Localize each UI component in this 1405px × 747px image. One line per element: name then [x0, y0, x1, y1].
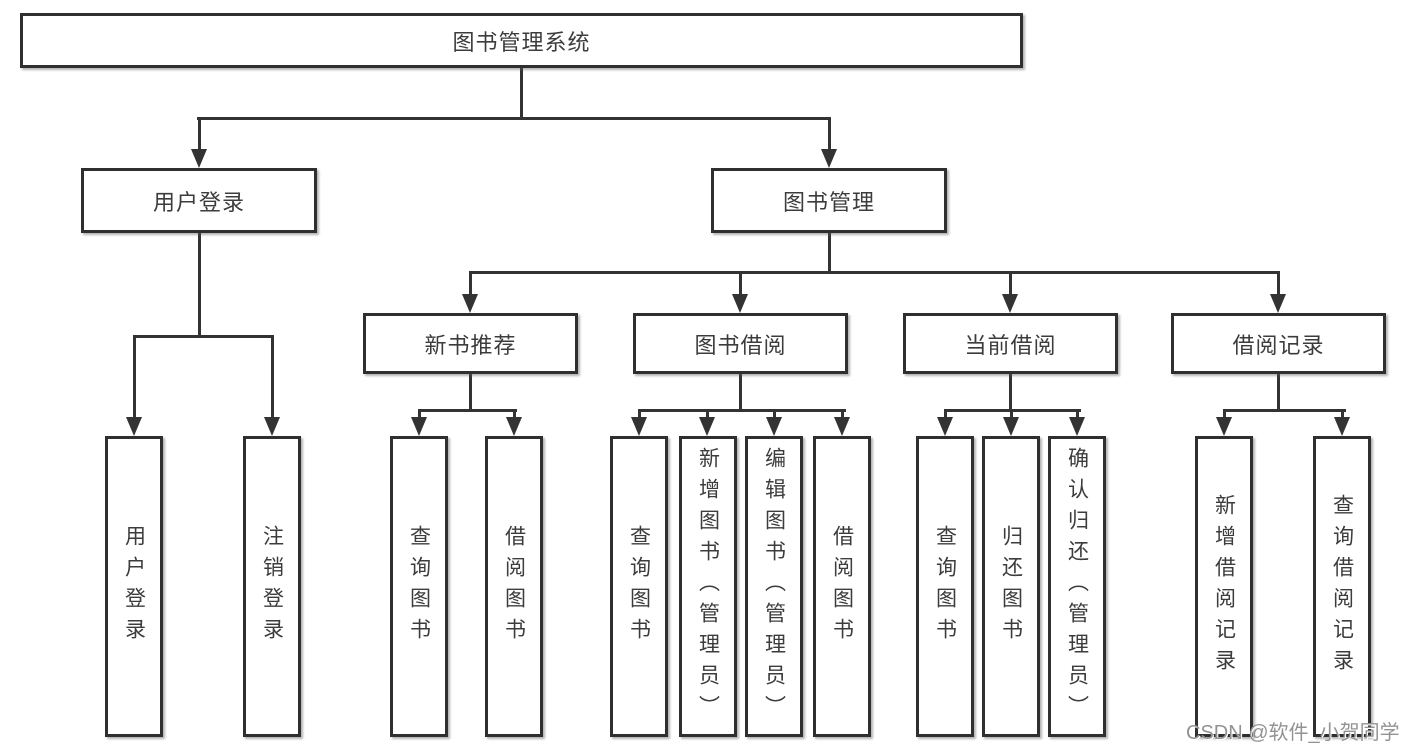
arrowhead-icon — [411, 417, 427, 436]
leaf-borrow-query-books: 查询图书 — [610, 436, 668, 737]
node-book-management-label: 图书管理 — [782, 189, 875, 215]
connector-line — [827, 233, 831, 273]
connector-line — [1222, 409, 1226, 421]
connector-line — [840, 409, 844, 421]
node-current-borrow: 当前借阅 — [903, 313, 1118, 374]
arrowhead-icon — [1003, 417, 1019, 436]
connector-line — [1008, 271, 1012, 297]
connector-line — [738, 271, 742, 297]
leaf-borrow-add-books-admin: 新增图书（管理员） — [679, 436, 737, 737]
leaf-logout: 注销登录 — [243, 436, 301, 737]
leaf-logout-label: 注销登录 — [260, 524, 284, 649]
connector-line — [1075, 409, 1079, 421]
connector-line — [132, 335, 274, 338]
arrowhead-icon — [1002, 294, 1018, 313]
leaf-borrow-borrow-books: 借阅图书 — [813, 436, 871, 737]
connector-line — [417, 409, 421, 421]
leaf-borrow-query-books-label: 查询图书 — [627, 524, 651, 649]
leaf-records-query-record: 查询借阅记录 — [1313, 436, 1371, 737]
connector-line — [1276, 271, 1280, 297]
watermark: CSDN @软件_小贺同学 — [1186, 722, 1400, 744]
connector-line — [772, 409, 776, 421]
connector-line — [705, 409, 709, 421]
leaf-recommend-query-books: 查询图书 — [390, 436, 448, 737]
leaf-user-login-label: 用户登录 — [122, 524, 146, 649]
arrowhead-icon — [821, 149, 837, 168]
connector-line — [197, 117, 201, 151]
leaf-records-query-record-label: 查询借阅记录 — [1330, 493, 1354, 680]
leaf-borrow-borrow-books-label: 借阅图书 — [830, 524, 854, 649]
connector-line — [637, 409, 846, 412]
leaf-recommend-query-books-label: 查询图书 — [407, 524, 431, 649]
arrowhead-icon — [462, 294, 478, 313]
leaf-user-login: 用户登录 — [105, 436, 163, 737]
connector-line — [827, 117, 831, 151]
connector-line — [637, 409, 641, 421]
node-book-borrow-label: 图书借阅 — [694, 332, 787, 358]
node-new-book-recommend: 新书推荐 — [363, 313, 578, 374]
connector-line — [197, 117, 831, 120]
node-book-borrow: 图书借阅 — [633, 313, 848, 374]
node-current-borrow-label: 当前借阅 — [964, 332, 1057, 358]
connector-line — [468, 271, 472, 297]
node-root-label: 图书管理系统 — [452, 29, 591, 55]
leaf-current-confirm-return-admin: 确认归还（管理员） — [1048, 436, 1106, 737]
arrowhead-icon — [1334, 417, 1350, 436]
leaf-current-query-books-label: 查询图书 — [933, 524, 957, 649]
connector-line — [1222, 409, 1346, 412]
leaf-borrow-edit-books-admin-label: 编辑图书（管理员） — [762, 447, 786, 726]
leaf-records-add-record: 新增借阅记录 — [1195, 436, 1253, 737]
arrowhead-icon — [1270, 294, 1286, 313]
arrowhead-icon — [732, 294, 748, 313]
node-root: 图书管理系统 — [20, 13, 1023, 68]
connector-line — [520, 68, 523, 119]
leaf-recommend-borrow-books: 借阅图书 — [485, 436, 543, 737]
arrowhead-icon — [264, 417, 280, 436]
leaf-recommend-borrow-books-label: 借阅图书 — [502, 524, 526, 649]
connector-line — [1340, 409, 1344, 421]
node-borrow-records: 借阅记录 — [1171, 313, 1386, 374]
leaf-borrow-add-books-admin-label: 新增图书（管理员） — [696, 447, 720, 726]
arrowhead-icon — [631, 417, 647, 436]
node-borrow-records-label: 借阅记录 — [1232, 332, 1325, 358]
connector-line — [512, 409, 516, 421]
connector-line — [197, 233, 201, 338]
arrowhead-icon — [834, 417, 850, 436]
node-book-management: 图书管理 — [711, 168, 947, 233]
arrowhead-icon — [506, 417, 522, 436]
connector-line — [738, 374, 742, 412]
arrowhead-icon — [766, 417, 782, 436]
leaf-borrow-edit-books-admin: 编辑图书（管理员） — [745, 436, 803, 737]
node-user-login: 用户登录 — [81, 168, 317, 233]
leaf-records-add-record-label: 新增借阅记录 — [1212, 493, 1236, 680]
arrowhead-icon — [1069, 417, 1085, 436]
node-new-book-recommend-label: 新书推荐 — [424, 332, 517, 358]
connector-line — [1008, 374, 1012, 412]
connector-line — [1009, 409, 1013, 421]
connector-line — [132, 335, 136, 420]
node-user-login-label: 用户登录 — [152, 189, 245, 215]
arrowhead-icon — [937, 417, 953, 436]
connector-line — [943, 409, 947, 421]
leaf-current-confirm-return-admin-label: 确认归还（管理员） — [1065, 447, 1089, 726]
connector-line — [468, 271, 1280, 274]
leaf-current-return-books: 归还图书 — [982, 436, 1040, 737]
arrowhead-icon — [1216, 417, 1232, 436]
connector-line — [1276, 374, 1280, 412]
arrowhead-icon — [126, 417, 142, 436]
leaf-current-return-books-label: 归还图书 — [999, 524, 1023, 649]
connector-line — [270, 335, 274, 420]
leaf-current-query-books: 查询图书 — [916, 436, 974, 737]
arrowhead-icon — [699, 417, 715, 436]
connector-line — [417, 409, 517, 412]
connector-line — [468, 374, 472, 412]
arrowhead-icon — [191, 149, 207, 168]
